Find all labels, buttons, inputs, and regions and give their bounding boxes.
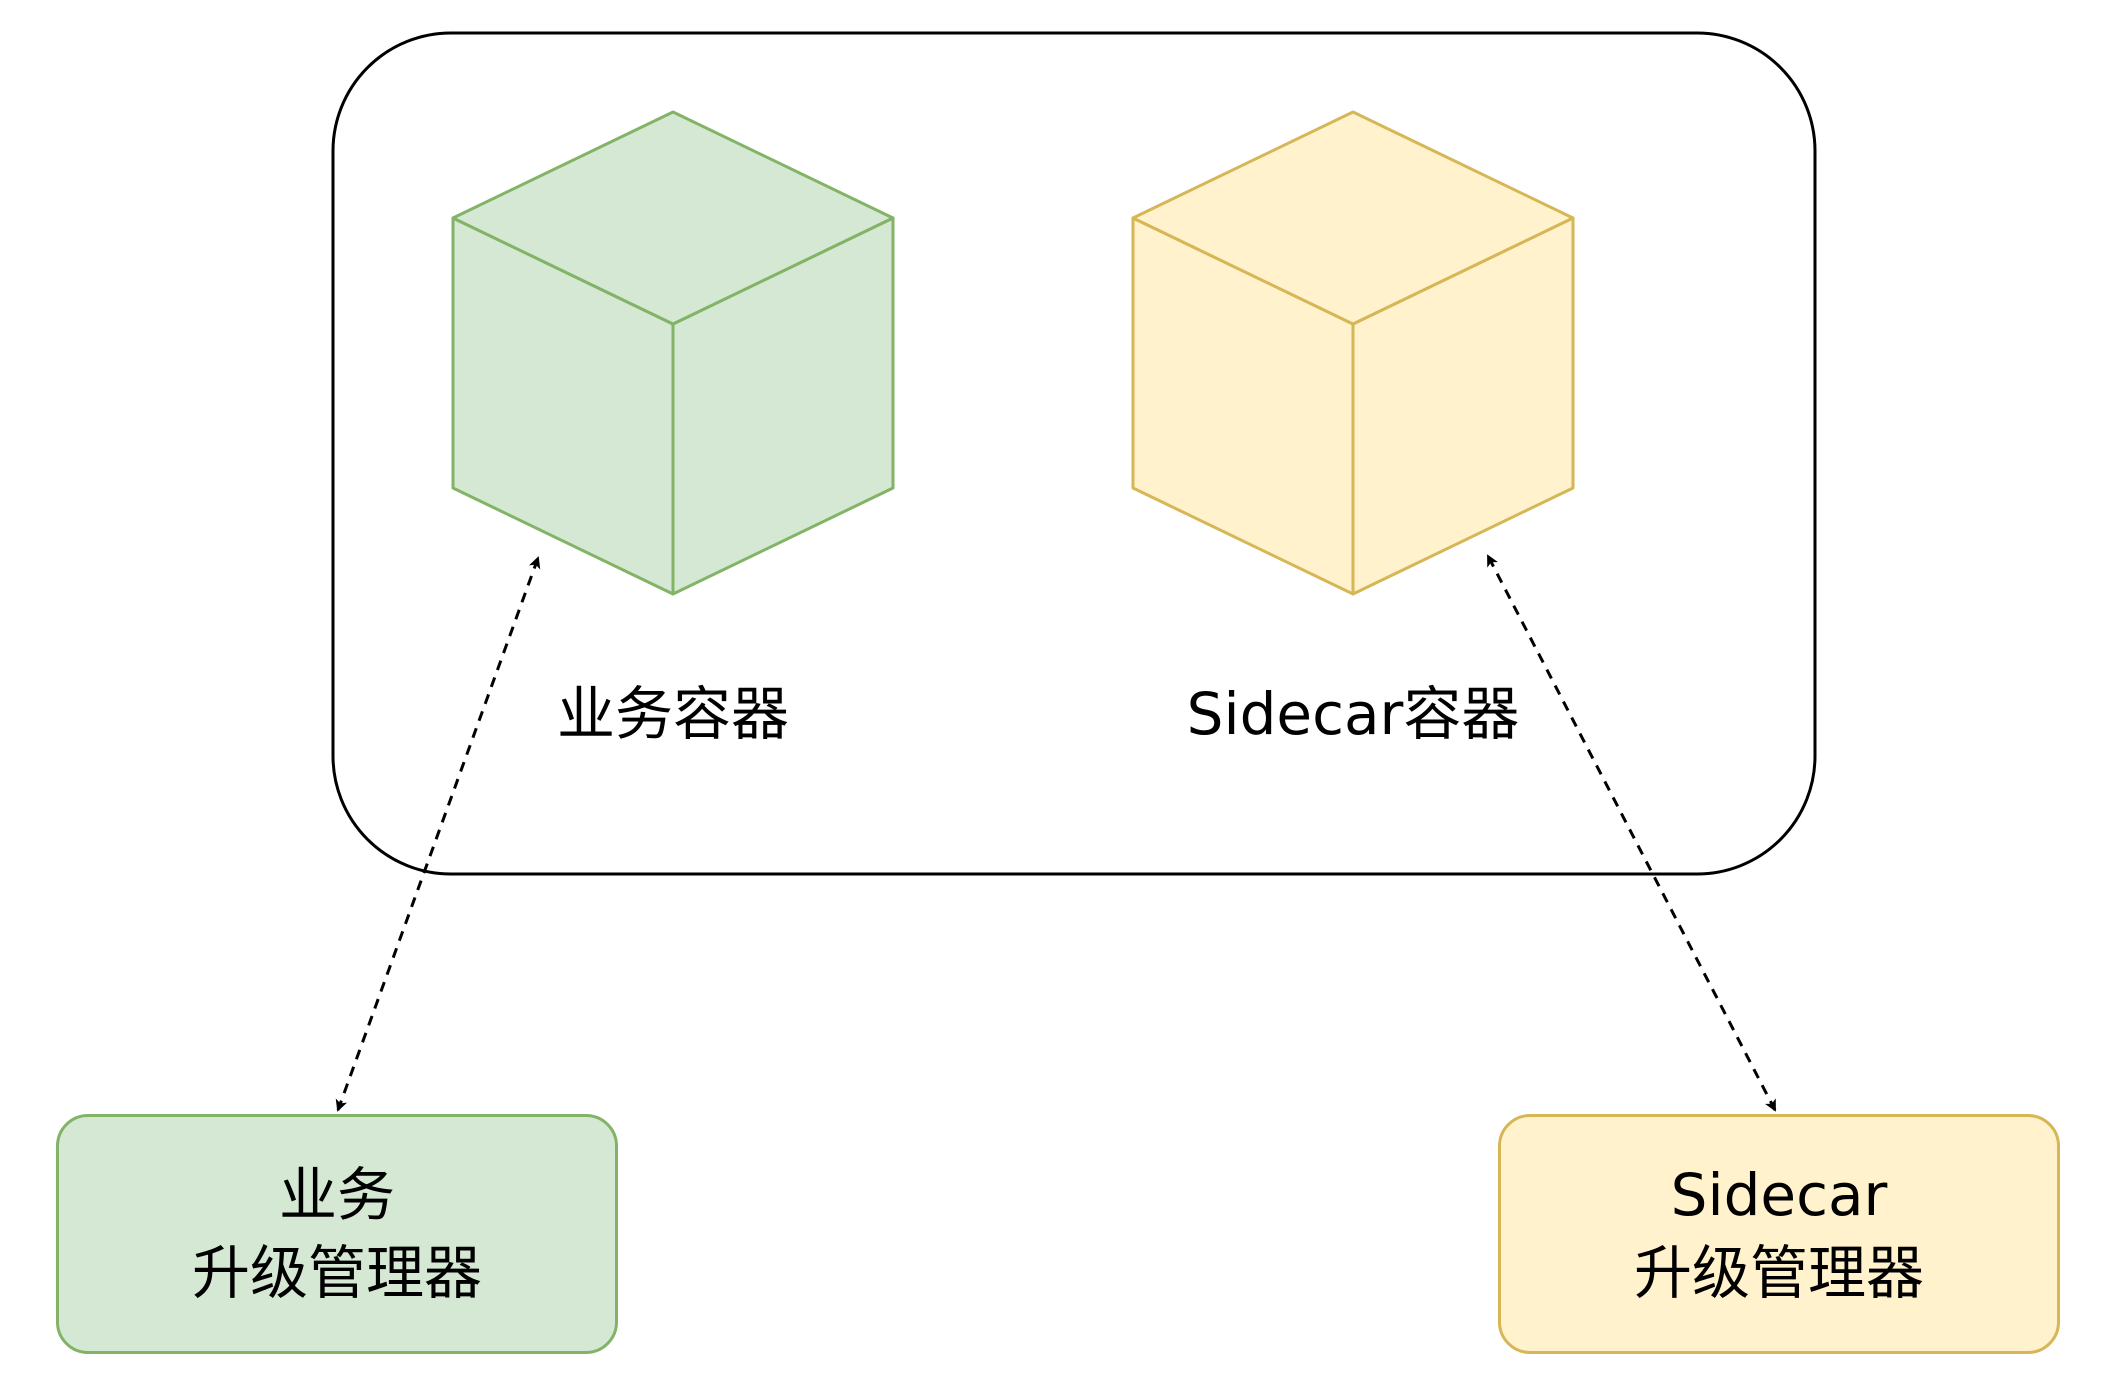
sidecar-cube-top-face [1131, 110, 1575, 326]
business-manager-line1: 业务 [278, 1161, 395, 1229]
business-container-label: 业务容器 [556, 680, 789, 748]
sidecar-container-cube[interactable] [1131, 110, 1575, 596]
business-upgrade-manager[interactable]: 业务 升级管理器 [56, 1114, 618, 1354]
sidecar-container-label: Sidecar容器 [1186, 680, 1520, 748]
sidecar-manager-line1: Sidecar [1670, 1161, 1888, 1229]
business-connector-arrow [335, 556, 541, 1112]
sidecar-manager-line2: 升级管理器 [1633, 1239, 1924, 1307]
sidecar-upgrade-manager[interactable]: Sidecar 升级管理器 [1498, 1114, 2060, 1354]
sidecar-connector-arrow [1486, 554, 1777, 1112]
business-cube-top-face [451, 110, 895, 326]
business-manager-line2: 升级管理器 [191, 1239, 482, 1307]
business-container-cube[interactable] [451, 110, 895, 596]
